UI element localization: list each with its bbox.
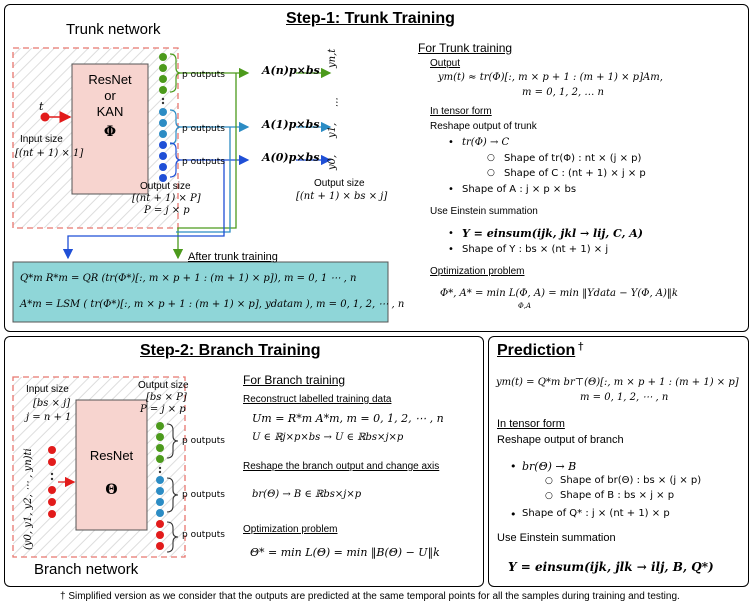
circle-bullet-icon: ○ [487,153,495,163]
A-label-0: A(0)p×bs [262,151,320,164]
prediction-b1: br(Θ) → B [522,460,577,473]
trunk-reshape: Reshape output of trunk [430,121,537,132]
A-output-size-label: Output size [314,178,365,189]
y-label-dots: ⋯ [332,98,343,108]
branch-u1: Um = R*m A*m, m = 0, 1, 2, ⋯ , n [252,412,444,425]
A-output-size-value: [(nt + 1) × bs × j] [296,191,388,202]
trunk-output-head: Output [430,58,461,69]
branch-p-outputs-1: p outputs [182,436,225,446]
trunk-b1b: Shape of C : (nt + 1) × j × p [504,168,646,179]
branch-network-label: Branch network [34,561,139,578]
prediction-tensor-head: In tensor form [497,418,565,430]
prediction-title: Prediction [497,342,576,359]
branch-input-size-value: [bs × j] [33,398,71,409]
branch-br-eq: br(Θ) → B ∈ ℝbs×j×p [252,489,362,500]
bullet-icon: • [448,184,454,195]
prediction-panel [488,336,749,587]
after-training-label: After trunk training [188,251,278,263]
prediction-b1a: Shape of br(Θ) : bs × (j × p) [560,475,702,486]
trunk-input-size-value: [(nt + 1) × 1] [15,148,84,159]
trunk-output-eq2: m = 0, 1, 2, … n [522,87,604,98]
step1-title: Step-1: Trunk Training [286,10,455,27]
p-outputs-label-1: p outputs [182,70,225,80]
trunk-output-eq1: ym(t) ≈ tr(Φ)[:, m × p + 1 : (m + 1) × p… [438,72,663,83]
p-outputs-label-2: p outputs [182,124,225,134]
branch-input-nodes [48,446,56,518]
prediction-reshape: Reshape output of branch [497,434,624,446]
trunk-opt-sub: Φ,A [518,302,532,310]
trunk-output-size-label: Output size [140,181,191,192]
trunk-opt-head: Optimization problem [430,266,525,277]
for-trunk-training: For Trunk training [418,41,513,55]
branch-input-size-label: Input size [26,384,69,395]
prediction-eq1: ym(t) = Q*m br⊤(Θ)[:, m × p + 1 : (m + 1… [496,377,739,388]
branch-net-symbol: Θ [105,482,118,498]
post-training-box [12,261,389,323]
footnote: † Simplified version as we consider that… [60,591,680,602]
branch-opt-head: Optimization problem [243,524,338,535]
trunk-tensor-head: In tensor form [430,106,492,117]
trunk-net-box [71,63,149,195]
trunk-input-size-label: Input size [20,134,63,145]
circle-bullet-icon: ○ [487,168,495,178]
branch-p-outputs-2: p outputs [182,490,225,500]
branch-output-size-label: Output size [138,380,189,391]
trunk-network-label: Trunk network [66,21,161,38]
trunk-b1: tr(Φ) → C [462,137,510,148]
prediction-b2: Shape of Q* : j × (nt + 1) × p [522,508,670,519]
trunk-net-name: ResNet or KAN [88,72,132,119]
prediction-b1b: Shape of B : bs × j × p [560,490,675,501]
lsm-equation: A*m = LSM ( tr(Φ*)[:, m × p + 1 : (m + 1… [20,299,405,310]
branch-input-vector: (y0, y1, y2, ⋯ , yn)ti [23,448,34,550]
bullet-icon: • [448,228,454,239]
step2-panel [4,336,484,587]
y-label-0: y0, [327,154,338,170]
bullet-icon: • [448,244,454,255]
circle-bullet-icon: ○ [545,491,553,501]
trunk-input-node [40,112,50,122]
bullet-icon: • [448,137,454,148]
trunk-output-size-eq: P = j × p [144,205,190,216]
branch-output-size-value: [bs × P] [146,392,187,403]
branch-p-outputs-3: p outputs [182,530,225,540]
branch-reshape-head: Reshape the branch output and change axi… [243,461,440,472]
branch-net-name: ResNet [89,448,134,463]
trunk-opt-eq: Φ*, A* = min L(Φ, A) = min ‖Ydata − Y(Φ,… [440,288,678,299]
step1-panel [4,4,749,332]
branch-opt-eq: Θ* = min L(Θ) = min ‖B(Θ) − U‖k [250,546,440,559]
trunk-input-label: t [39,100,44,113]
trunk-net-symbol: Φ [103,124,117,140]
branch-output-size-eq: P = j × p [140,404,186,415]
y-label-1: y1, [327,122,338,138]
step2-diagram [12,376,186,558]
circle-bullet-icon: ○ [545,476,553,486]
trunk-b2: Shape of A : j × p × bs [462,184,577,195]
branch-output-nodes [156,422,164,550]
prediction-einsum-head: Use Einstein summation [497,532,616,544]
A-label-n: A(n)p×bs [262,64,320,77]
for-branch-training: For Branch training [243,373,346,387]
prediction-eq2: m = 0, 1, 2, ⋯ , n [580,392,669,403]
p-outputs-label-3: p outputs [182,157,225,167]
qr-equation: Q*m R*m = QR (tr(Φ*)[:, m × p + 1 : (m +… [20,273,357,284]
trunk-e2: Shape of Y : bs × (nt + 1) × j [462,244,609,255]
trunk-e1: Y = einsum(ijk, jkl → lij, C, A) [462,227,643,240]
branch-net-box [75,399,148,531]
prediction-dagger: † [578,340,584,353]
trunk-output-nodes [159,53,167,182]
trunk-einsum-head: Use Einstein summation [430,206,538,217]
bullet-icon: • [510,460,517,473]
branch-input-size-eq: j = n + 1 [26,412,72,423]
trunk-output-size-value: [(nt + 1) × P] [132,193,201,204]
branch-u2: U ∈ ℝj×p×bs → U ∈ ℝbs×j×p [252,432,404,443]
step2-title: Step-2: Branch Training [140,342,321,359]
prediction-e1: Y = einsum(ijk, jlk → ilj, B, Q*) [508,560,714,574]
bullet-icon: • [510,508,517,521]
recon-head: Reconstruct labelled training data [243,394,392,405]
A-label-1: A(1)p×bs [262,118,320,131]
step1-diagram [12,47,389,323]
y-label-n: yn,t [327,48,338,68]
trunk-b1a: Shape of tr(Φ) : nt × (j × p) [504,153,642,164]
